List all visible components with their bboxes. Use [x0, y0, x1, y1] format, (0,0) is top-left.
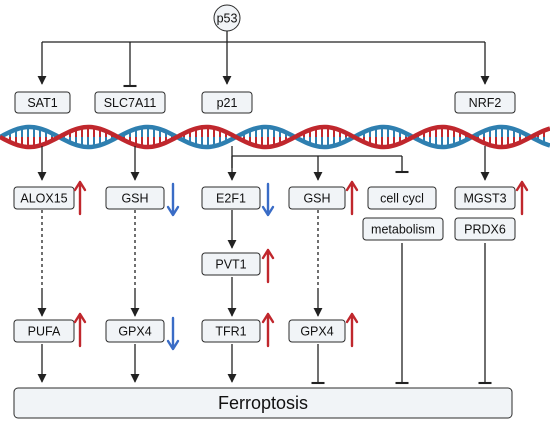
node-gpx4-left-label: GPX4 — [118, 325, 151, 339]
node-pvt1: PVT1 — [201, 252, 261, 276]
node-alox15: ALOX15 — [13, 186, 75, 210]
up-arrow-icon — [261, 312, 275, 348]
dna-helix-graphic — [0, 124, 550, 150]
node-gpx4-left: GPX4 — [105, 319, 165, 343]
node-mgst3-label: MGST3 — [463, 192, 506, 206]
node-gsh-left: GSH — [105, 186, 165, 210]
up-arrow-icon — [345, 180, 359, 216]
node-metabolism-label: metabolism — [371, 223, 435, 237]
node-gsh-right: GSH — [288, 186, 346, 210]
node-cell-cycle-label: cell cycl — [380, 192, 424, 206]
node-e2f1: E2F1 — [201, 186, 261, 210]
node-cell-cycle: cell cycl — [367, 186, 437, 210]
node-p21: p21 — [201, 91, 253, 114]
ferroptosis-label: Ferroptosis — [218, 393, 308, 413]
dna-strand-blue — [0, 124, 550, 150]
p53-node: p53 — [213, 4, 241, 32]
node-e2f1-label: E2F1 — [216, 192, 246, 206]
dna-strand-red — [0, 124, 550, 150]
node-sat1-label: SAT1 — [27, 96, 57, 110]
node-gsh-right-label: GSH — [303, 192, 330, 206]
node-metabolism: metabolism — [362, 217, 444, 241]
node-gpx4-right: GPX4 — [288, 319, 346, 343]
node-gsh-left-label: GSH — [121, 192, 148, 206]
up-arrow-icon — [345, 312, 359, 348]
node-ferroptosis: Ferroptosis — [13, 387, 513, 419]
node-slc7a11: SLC7A11 — [94, 91, 166, 114]
node-prdx6-label: PRDX6 — [464, 223, 506, 237]
down-arrow-icon — [166, 182, 180, 217]
down-arrow-icon — [261, 182, 275, 217]
node-nrf2: NRF2 — [454, 91, 516, 114]
node-tfr1-label: TFR1 — [215, 325, 246, 339]
connector-lines — [37, 31, 492, 385]
node-slc7a11-label: SLC7A11 — [104, 96, 157, 110]
node-gpx4-right-label: GPX4 — [300, 325, 333, 339]
node-pufa: PUFA — [13, 319, 75, 343]
up-arrow-icon — [73, 312, 87, 348]
up-arrow-icon — [261, 248, 275, 284]
node-pufa-label: PUFA — [28, 325, 61, 339]
node-alox15-label: ALOX15 — [20, 192, 67, 206]
node-prdx6: PRDX6 — [454, 217, 516, 241]
up-arrow-icon — [515, 180, 529, 216]
node-nrf2-label: NRF2 — [469, 96, 502, 110]
p53-label: p53 — [217, 12, 238, 26]
node-mgst3: MGST3 — [454, 186, 516, 210]
up-arrow-icon — [73, 180, 87, 216]
node-sat1: SAT1 — [14, 91, 71, 114]
node-p21-label: p21 — [217, 96, 238, 110]
down-arrow-icon — [166, 316, 180, 351]
change-indicators — [73, 180, 529, 351]
node-pvt1-label: PVT1 — [215, 258, 246, 272]
node-tfr1: TFR1 — [201, 319, 261, 343]
